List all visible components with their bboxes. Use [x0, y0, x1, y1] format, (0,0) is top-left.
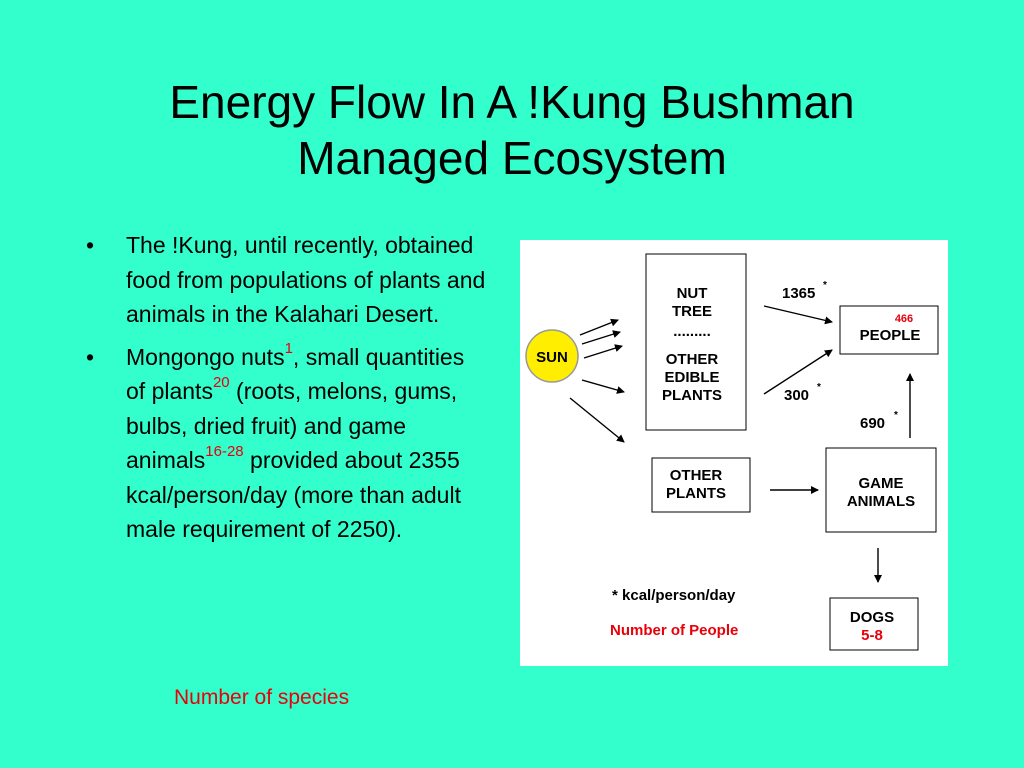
other-edible-line-3: PLANTS [662, 387, 722, 404]
bullet-1-text: The !Kung, until recently, obtained food… [126, 232, 486, 327]
people-box-frame [839, 305, 939, 355]
people-box: 466 PEOPLE [839, 305, 939, 355]
bullet-2-text-3: (roots, melons, gums, bulbs, dried fruit… [126, 378, 458, 473]
dogs-box-frame [829, 597, 919, 651]
nut-tree-line-2: TREE [672, 303, 712, 320]
other-plants-box: OTHER PLANTS [651, 457, 751, 513]
people-count: 466 [895, 313, 913, 325]
flow-690-asterisk: * [894, 410, 898, 421]
other-plants-line-1: OTHER [670, 467, 723, 484]
diagram-canvas: SUN NUT TREE ......... OTHER EDIBLE PLAN… [525, 253, 939, 651]
flow-game-to-people: 690 * [860, 373, 914, 438]
ray-arrow-5 [569, 397, 625, 443]
ray-arrow-4 [581, 379, 625, 394]
other-plants-box-frame [651, 457, 751, 513]
sun-icon [525, 329, 579, 383]
flow-300-value: 300 [784, 387, 809, 404]
people-label: PEOPLE [860, 327, 921, 344]
dogs-label: DOGS [850, 609, 894, 626]
citation-16-28: 16-28 [205, 443, 244, 461]
game-animals-box-frame [825, 447, 937, 533]
flow-1365-asterisk: * [823, 280, 827, 291]
other-edible-line-1: OTHER [666, 351, 719, 368]
plants-box-frame [645, 253, 747, 431]
arrow-nut-to-people [763, 305, 833, 325]
ray-arrow-3 [583, 344, 623, 359]
bullet-icon: • [86, 343, 95, 370]
game-animals-box: GAME ANIMALS [825, 447, 937, 533]
bullet-item-2: • Mongongo nuts1, small quantities of pl… [86, 340, 486, 547]
nut-tree-line-1: NUT [677, 285, 708, 302]
energy-flow-diagram: SUN NUT TREE ......... OTHER EDIBLE PLAN… [520, 240, 948, 666]
other-edible-line-2: EDIBLE [664, 369, 719, 386]
citation-20: 20 [212, 374, 230, 392]
citation-1: 1 [284, 339, 293, 357]
nut-tree-dots: ......... [673, 323, 711, 340]
flow-690-value: 690 [860, 415, 885, 432]
bullet-icon: • [86, 232, 95, 258]
ray-arrow-2 [581, 330, 621, 345]
bullet-2-text-1: Mongongo nuts [126, 343, 285, 370]
game-animals-line-1: GAME [859, 475, 904, 492]
sun-label: SUN [536, 349, 568, 366]
slide-title: Energy Flow In A !Kung Bushman Managed E… [0, 74, 1024, 186]
bullet-item-1: • The !Kung, until recently, obtained fo… [86, 228, 486, 332]
dogs-box: DOGS 5-8 [829, 597, 919, 651]
ray-arrow-1 [579, 318, 619, 336]
number-of-species-note: Number of species [174, 686, 350, 709]
flow-nut-to-people: 1365 * [763, 280, 833, 325]
title-line-2: Managed Ecosystem [297, 132, 727, 184]
legend-unit: * kcal/person/day [612, 587, 736, 604]
bullet-list: • The !Kung, until recently, obtained fo… [86, 228, 486, 555]
sun-node: SUN [525, 329, 579, 383]
legend-number-of-people: Number of People [610, 622, 738, 639]
bullet-2-text-2: , small quantities of plants [126, 343, 465, 405]
game-animals-line-2: ANIMALS [847, 493, 915, 510]
other-plants-line-2: PLANTS [666, 485, 726, 502]
sun-rays [569, 318, 625, 443]
arrow-edible-to-people [763, 349, 833, 395]
plants-box: NUT TREE ......... OTHER EDIBLE PLANTS [645, 253, 747, 431]
dogs-count: 5-8 [861, 627, 883, 644]
flow-300-asterisk: * [817, 382, 821, 393]
flow-edible-to-people: 300 * [763, 349, 833, 404]
title-line-1: Energy Flow In A !Kung Bushman [169, 76, 855, 128]
bullet-2-text-4: provided about 2355 kcal/person/day (mor… [126, 447, 461, 542]
flow-1365-value: 1365 [782, 285, 815, 302]
